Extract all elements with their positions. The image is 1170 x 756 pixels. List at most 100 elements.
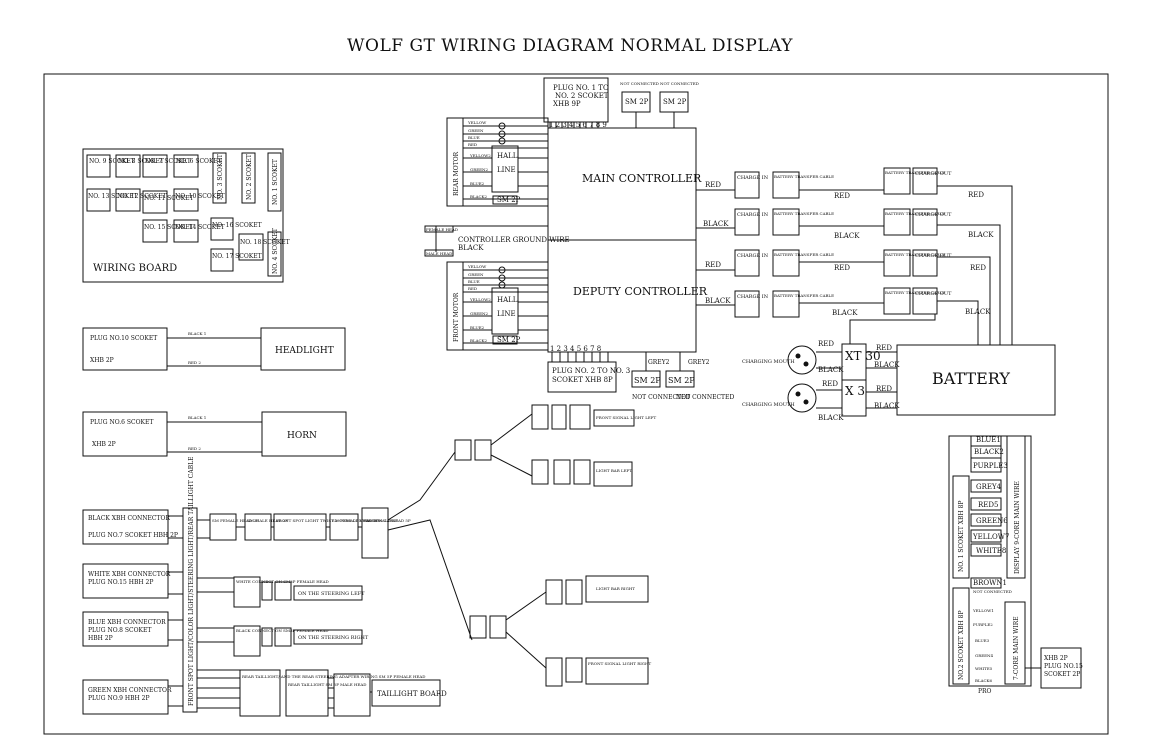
connector-line3: HBH 2P [88,635,113,642]
socket-label: NO. 14 SCOKET [175,224,225,231]
sub-wire: WHITE5 [975,666,993,671]
display-socket-label: NO. 1 SCOKET XBH 8P [958,501,965,572]
main-controller-label: MAIN CONTROLLER [582,172,702,185]
sm2p-label: SM 2P [663,98,687,106]
vertical-bundle-label: FRONT SPOT LIGHT/COLOR LIGHT/STEERING LI… [188,457,195,707]
motor-block [424,117,549,351]
connector-line2: PLUG NO.9 HBH 2P [88,695,150,702]
rear-motor-label: REAR MOTOR [453,151,460,196]
connector-line1: GREEN XBH CONNECTOR [88,687,172,694]
sub-wire: YELLOW1 [972,608,994,613]
horn-label: HORN [287,431,317,441]
taillight-board-label: TAILLIGHT BOARD [377,690,447,698]
socket-label: NO. 7 SCOKET [145,158,191,165]
sm2p-label: SM 2P [497,336,521,344]
wire-label: GREEN2 [470,167,489,172]
socket-label: NO. 15 SCOKET [144,224,194,231]
display-wire: RED5 [978,501,998,509]
headlight-plug-name: PLUG NO.10 SCOKET [90,335,157,342]
rear-male-label: REAR TAILLIGHT SM 5P MALE HEAD [288,682,367,687]
socket-label: NO. 18 SCOKET [240,239,290,246]
lights-block [82,404,649,717]
controller-labels: PLUG NO. 1 TO NO. 2 SCOKET XHB 9P 1 2 3 … [549,81,734,401]
charge-in-label: CHARGE IN [737,294,769,300]
battery-transfer-label: BATTERY TRANSFER CABLE [774,252,834,257]
charge-out-label: CHARGE OUT [915,291,952,297]
black-connect-label: BLACK CONNECT ON SM3P FEMALE HEAD [236,628,329,633]
not-connected-label: NOT CONNECTED [973,589,1012,594]
wire-black: BLACK [965,308,991,316]
charge-dots [795,353,809,405]
sm2p-label: SM 2P [668,376,695,385]
wire-black: BLACK [818,414,844,422]
plug-bottom-line1: PLUG NO. 2 TO NO. 3 [552,367,630,375]
socket-label: NO. 1 SCOKET [272,159,279,205]
sm2p-label: SM 2P [497,196,521,204]
battery-transfer-label: BATTERY TRANSFER CABLE [774,174,834,179]
connector-line1: BLUE XBH CONNECTOR [88,619,166,626]
plug-top-line3: XHB 9P [553,100,581,108]
socket-label: NO. 16 SCOKET [212,222,262,229]
wiring-board-label: WIRING BOARD [93,263,177,274]
line-label: LINE [497,166,516,174]
connector-line1: BLACK XBH CONNECTOR [88,515,170,522]
wire-red: RED [970,264,986,272]
display-wire: GREY4 [976,483,1002,491]
female-head-label: FEMALE HEAD [426,227,458,232]
sm-female-2p: SM FEMALE HEAD 2P [212,518,259,523]
display-wire: YELLOW7 [972,533,1009,541]
headlight-label: HEADLIGHT [275,346,334,356]
sub-wire: PURPLE2 [973,622,993,627]
display-labels: BLUE1 BLACK2 PURPLE3 GREY4 RED5 GREEN6 Y… [958,436,1083,695]
not-connected-label: NOT CONNECTED [632,394,690,401]
socket-label: NO. 10 SCOKET [175,193,225,200]
wire-label: BLACK2 [470,338,488,343]
line-label: LINE [497,310,516,318]
sm2p-label: SM 2P [634,376,661,385]
grey2-label: GREY2 [688,359,710,366]
battery-transfer-label: BATTERY TRANSFER CABLE [774,211,834,216]
display-wire: WHITE8 [976,547,1006,555]
display-wire: BROWN1 [973,579,1007,587]
plug-bottom-line2: SCOKET XHB 8P [552,376,613,384]
wire-label: RED [468,142,477,147]
battery-transfer-label: BATTERY TRANSFER CABLE [885,170,945,175]
rear-adapter-label: REAR TAILLIGHT/ AND THE REAR STEERING AD… [242,674,425,679]
sub-wire: GREEN4 [975,653,994,658]
battery-label: BATTERY [932,369,1010,388]
sub-wire: BLUE3 [975,638,990,643]
wire-label: YELLOW2 [469,153,491,158]
battery-transfer-label: BATTERY TRANSFER CABLE [885,290,945,295]
socket-label: NO. 11 SCOKET [144,195,194,202]
wire-label: RED [468,286,477,291]
wire-label: YELLOW [467,264,487,269]
motor-labels: REAR MOTOR FRONT MOTOR HALL LINE HALL LI… [426,120,570,344]
plug15-line2: PLUG NO.15 [1044,663,1083,670]
steering-right-label: ON THE STEERING RIGHT [298,635,369,641]
wire-red: RED [876,344,892,352]
connector-line2: PLUG NO.8 SCOKET [88,627,151,634]
wire-black: BLACK [874,361,900,369]
wire-label: BLUE2 [470,325,485,330]
wire-red: RED [705,181,721,189]
wire-black: BLACK [705,297,731,305]
wire-red: RED [876,385,892,393]
wire-label: BLACK 1 [188,331,206,336]
sub-socket-label: NO.2 SCOKET XBH 8P [958,610,965,680]
headlight-plug-spec: XHB 2P [90,357,114,364]
white-connect-label: WHITE CONNECT ON SM3P FEMALE HEAD [236,579,329,584]
display-wire: GREEN6 [976,517,1008,525]
wire-label: RED 2 [188,360,201,365]
plug15-line3: SCOKET 2P [1044,671,1080,678]
wire-red: RED [822,380,838,388]
controller-ground-label: CONTROLLER GROUND WIRE [458,236,570,244]
socket-label: NO. 4 SCOKET [272,228,279,274]
steering-left-label: ON THE STEERING LEFT [298,591,365,597]
plug-bottom-pins: 1 2 3 4 5 6 7 8 [550,345,601,353]
plug-top-line1: PLUG NO. 1 TO [553,84,609,92]
lights-labels: BLACK XBH CONNECTOR PLUG NO.7 SCOKET HBH… [88,415,657,706]
sm-male-2p: SM MALE HEAD 2P [247,518,288,523]
charge-labels: CHARGE IN CHARGE IN CHARGE IN CHARGE IN … [703,170,1010,422]
battery-transfer-label: BATTERY TRANSFER CABLE [885,252,945,257]
